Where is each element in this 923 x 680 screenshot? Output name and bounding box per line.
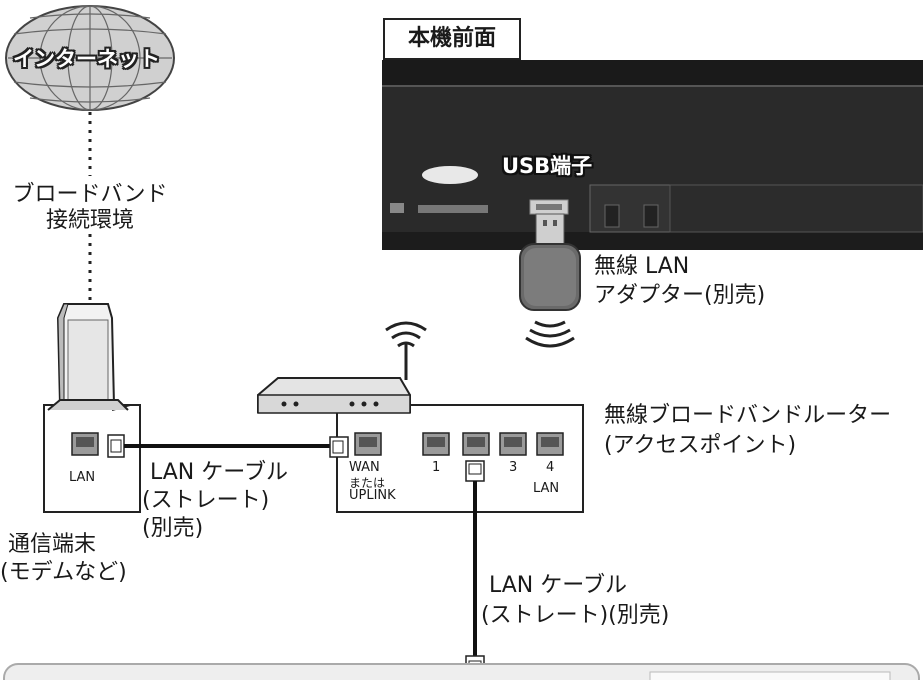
router-port-1-label: 1 bbox=[432, 460, 441, 475]
router-label-line2: (アクセスポイント) bbox=[604, 433, 797, 458]
modem-label-line2: (モデムなど) bbox=[0, 560, 127, 585]
broadband-label-line1: ブロードバンド bbox=[12, 182, 168, 207]
cable2-label-line1: LAN ケーブル bbox=[489, 573, 627, 598]
bottom-panel bbox=[3, 663, 920, 680]
unit-front-label: 本機前面 bbox=[383, 18, 521, 60]
modem-device bbox=[43, 303, 141, 513]
lan-cable-1 bbox=[124, 436, 349, 458]
wireless-lan-adapter bbox=[519, 213, 581, 348]
router-lan-label: LAN bbox=[533, 481, 560, 496]
usb-port-label: USB端子 bbox=[502, 154, 593, 178]
cable2-label-line2: (ストレート)(別売) bbox=[481, 603, 670, 628]
cable1-label-line3: (別売) bbox=[142, 516, 204, 541]
cable1-label-line1: LAN ケーブル bbox=[150, 460, 288, 485]
cable1-label-line2: (ストレート) bbox=[142, 488, 270, 513]
internet-globe bbox=[5, 5, 175, 111]
router-port-3-label: 3 bbox=[509, 460, 518, 475]
wireless-adapter-label-line2: アダプター(別売) bbox=[594, 283, 766, 308]
modem-lan-port-label: LAN bbox=[69, 470, 96, 485]
internet-label: インターネット bbox=[13, 47, 160, 71]
router-label-line1: 無線ブロードバンドルーター bbox=[604, 403, 892, 428]
router-port-4-label: 4 bbox=[546, 460, 555, 475]
broadband-label-line2: 接続環境 bbox=[45, 208, 134, 233]
unit-front-panel bbox=[382, 60, 923, 250]
router-device bbox=[257, 321, 584, 513]
router-uplink-label: UPLINK bbox=[349, 488, 396, 503]
wireless-adapter-label-line1: 無線 LAN bbox=[594, 254, 690, 279]
router-wan-label: WAN bbox=[349, 460, 380, 475]
modem-label-line1: 通信端末 bbox=[8, 532, 97, 557]
router-wan-or-label: または bbox=[349, 476, 386, 490]
